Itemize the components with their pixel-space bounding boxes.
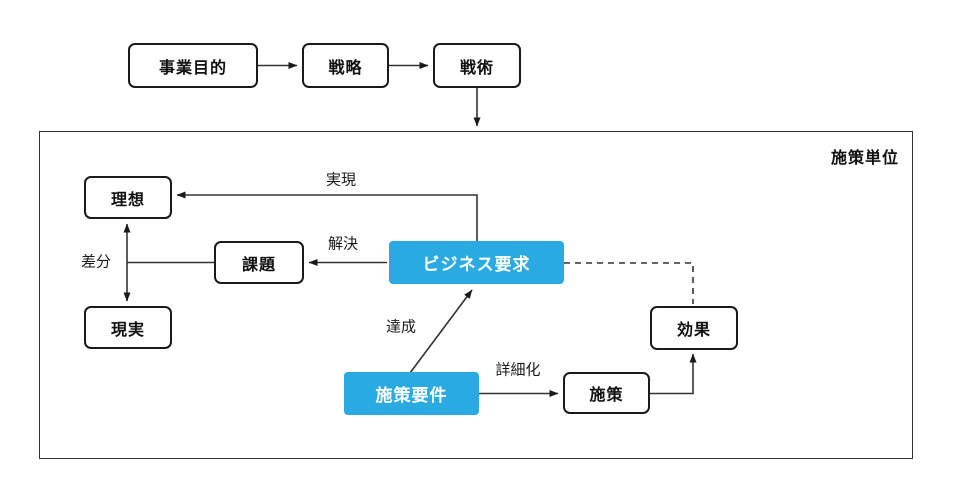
- node-issue: 課題: [214, 241, 304, 284]
- node-business-request: ビジネス要求: [389, 241, 564, 284]
- node-issue-label: 課題: [241, 256, 276, 274]
- node-reality: 現実: [84, 306, 172, 349]
- node-strategy-label: 戦略: [328, 59, 363, 77]
- measure-unit-container: [39, 131, 913, 459]
- node-reality-label: 現実: [110, 321, 145, 339]
- edge-achieve: [409, 289, 473, 374]
- edge-label-realize: 実現: [323, 168, 359, 190]
- node-measure-label: 施策: [589, 387, 624, 404]
- node-business-request-label: ビジネス要求: [422, 255, 531, 274]
- node-business-purpose-label: 事業目的: [158, 59, 227, 77]
- edge-expected-effect-dashed: [564, 262, 694, 304]
- node-business-purpose: 事業目的: [128, 43, 258, 88]
- node-measure-requirements-label: 施策要件: [375, 386, 448, 405]
- node-effect: 効果: [650, 306, 738, 350]
- node-strategy: 戦略: [302, 43, 389, 88]
- node-measure: 施策: [563, 372, 650, 414]
- edge-measure-to-effect: [650, 353, 697, 395]
- measure-unit-label: 施策単位: [830, 150, 900, 167]
- node-tactics: 戦術: [433, 43, 521, 88]
- node-ideal: 理想: [84, 176, 172, 219]
- node-tactics-label: 戦術: [459, 59, 494, 77]
- edge-label-refine: 詳細化: [493, 358, 543, 380]
- node-effect-label: 効果: [676, 322, 711, 339]
- node-ideal-label: 理想: [110, 191, 145, 209]
- node-measure-requirements: 施策要件: [344, 372, 479, 415]
- edge-label-gap: 差分: [78, 250, 114, 272]
- edge-realize: [176, 191, 478, 241]
- edge-label-achieve: 達成: [383, 315, 419, 337]
- edge-label-solve: 解決: [325, 232, 361, 254]
